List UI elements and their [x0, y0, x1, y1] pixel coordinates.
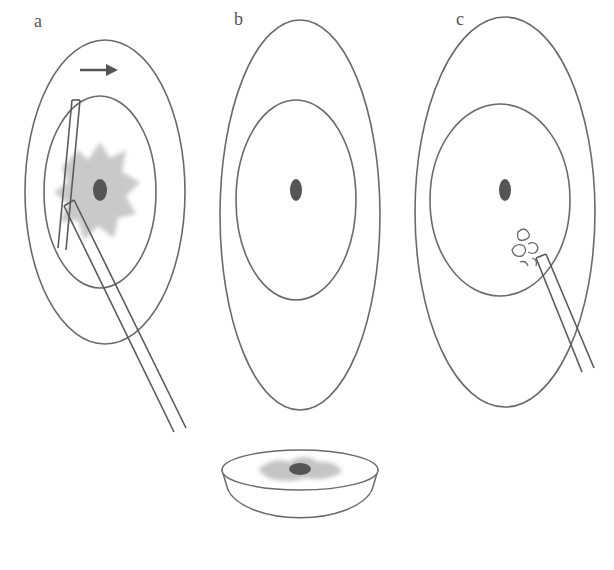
panel-a-eye [25, 40, 185, 344]
panel-letter: b [234, 10, 243, 28]
panel-b-eye [220, 20, 380, 410]
pupil-dot [290, 179, 302, 201]
tissue-fragments [512, 229, 538, 266]
panel-letter: c [456, 10, 464, 28]
panel-c-eye [415, 17, 595, 407]
direction-arrow [80, 64, 118, 76]
pupil-dot [499, 179, 511, 201]
pupil-dot [93, 179, 107, 201]
specimen-dish [222, 450, 378, 518]
forceps-instrument [58, 100, 80, 250]
panel-letter: a [34, 12, 42, 30]
aspiration-instrument [536, 254, 594, 372]
spatula-instrument [64, 200, 186, 432]
